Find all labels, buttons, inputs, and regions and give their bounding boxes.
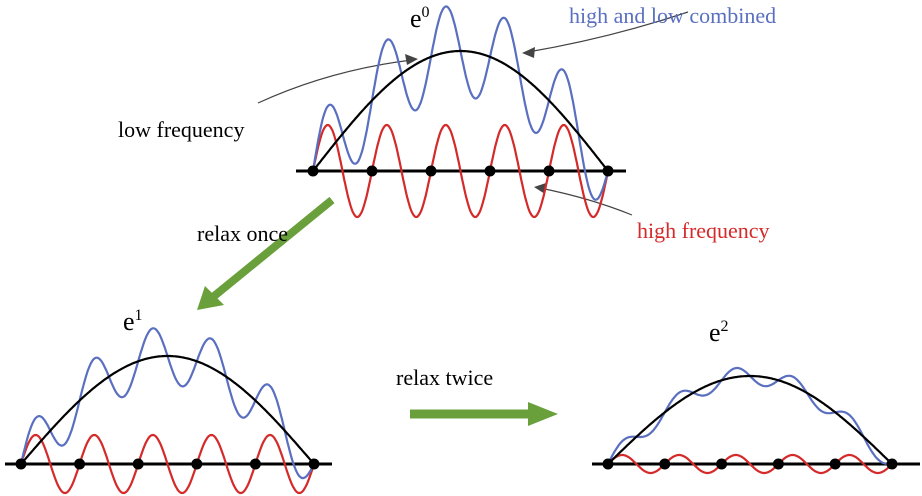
combined-pointer-head	[522, 47, 535, 58]
grid-node-e1	[308, 458, 320, 470]
panel-e2	[592, 366, 920, 475]
combined-pointer	[527, 11, 689, 53]
grid-node-e2	[602, 458, 614, 470]
high-frequency-curve-e2	[607, 453, 893, 475]
high-frequency-pointer-head	[534, 183, 546, 194]
grid-node-e0	[484, 165, 496, 177]
grid-node-e2	[886, 458, 898, 470]
low-frequency-curve-e0	[312, 49, 609, 172]
grid-node-e1	[74, 458, 86, 470]
panel-e1	[5, 327, 332, 495]
combined-curve-e2	[607, 366, 892, 466]
high-frequency-curve-e0	[311, 123, 610, 219]
relax-once-label: relax once	[197, 221, 288, 246]
error-panels	[5, 5, 920, 495]
combined-label: high and low combined	[569, 3, 776, 28]
e2-label: e2	[709, 318, 729, 347]
text-labels: e0 e1 e2 high and low combined low frequ…	[118, 3, 776, 390]
grid-node-e0	[366, 165, 378, 177]
grid-node-e2	[716, 458, 728, 470]
grid-node-e0	[543, 165, 555, 177]
grid-node-e1	[132, 458, 144, 470]
panel-e0	[296, 5, 626, 219]
grid-node-e2	[772, 458, 784, 470]
grid-node-e2	[659, 458, 671, 470]
relax-once-arrow	[210, 196, 335, 301]
low-frequency-pointer	[257, 59, 413, 104]
relax-twice-arrowhead	[528, 402, 558, 426]
grid-node-e0	[602, 165, 614, 177]
combined-curve-e1	[19, 327, 315, 480]
grid-node-e1	[249, 458, 261, 470]
high-frequency-pointer	[539, 187, 633, 216]
grid-node-e1	[191, 458, 203, 470]
grid-node-e0	[307, 165, 319, 177]
low-frequency-pointer-head	[405, 54, 418, 65]
relax-twice-label: relax twice	[396, 365, 493, 390]
low-frequency-curve-e1	[20, 354, 315, 465]
grid-node-e2	[829, 458, 841, 470]
grid-node-e0	[425, 165, 437, 177]
high-frequency-label: high frequency	[637, 218, 770, 243]
e0-label: e0	[410, 4, 430, 33]
annotation-arrows	[197, 11, 689, 426]
grid-node-e1	[15, 458, 27, 470]
high-frequency-curve-e1	[19, 433, 316, 495]
low-frequency-curve-e2	[607, 374, 893, 465]
relax-once-arrowhead	[197, 286, 224, 310]
e1-label: e1	[123, 307, 143, 336]
low-frequency-label: low frequency	[118, 117, 244, 142]
